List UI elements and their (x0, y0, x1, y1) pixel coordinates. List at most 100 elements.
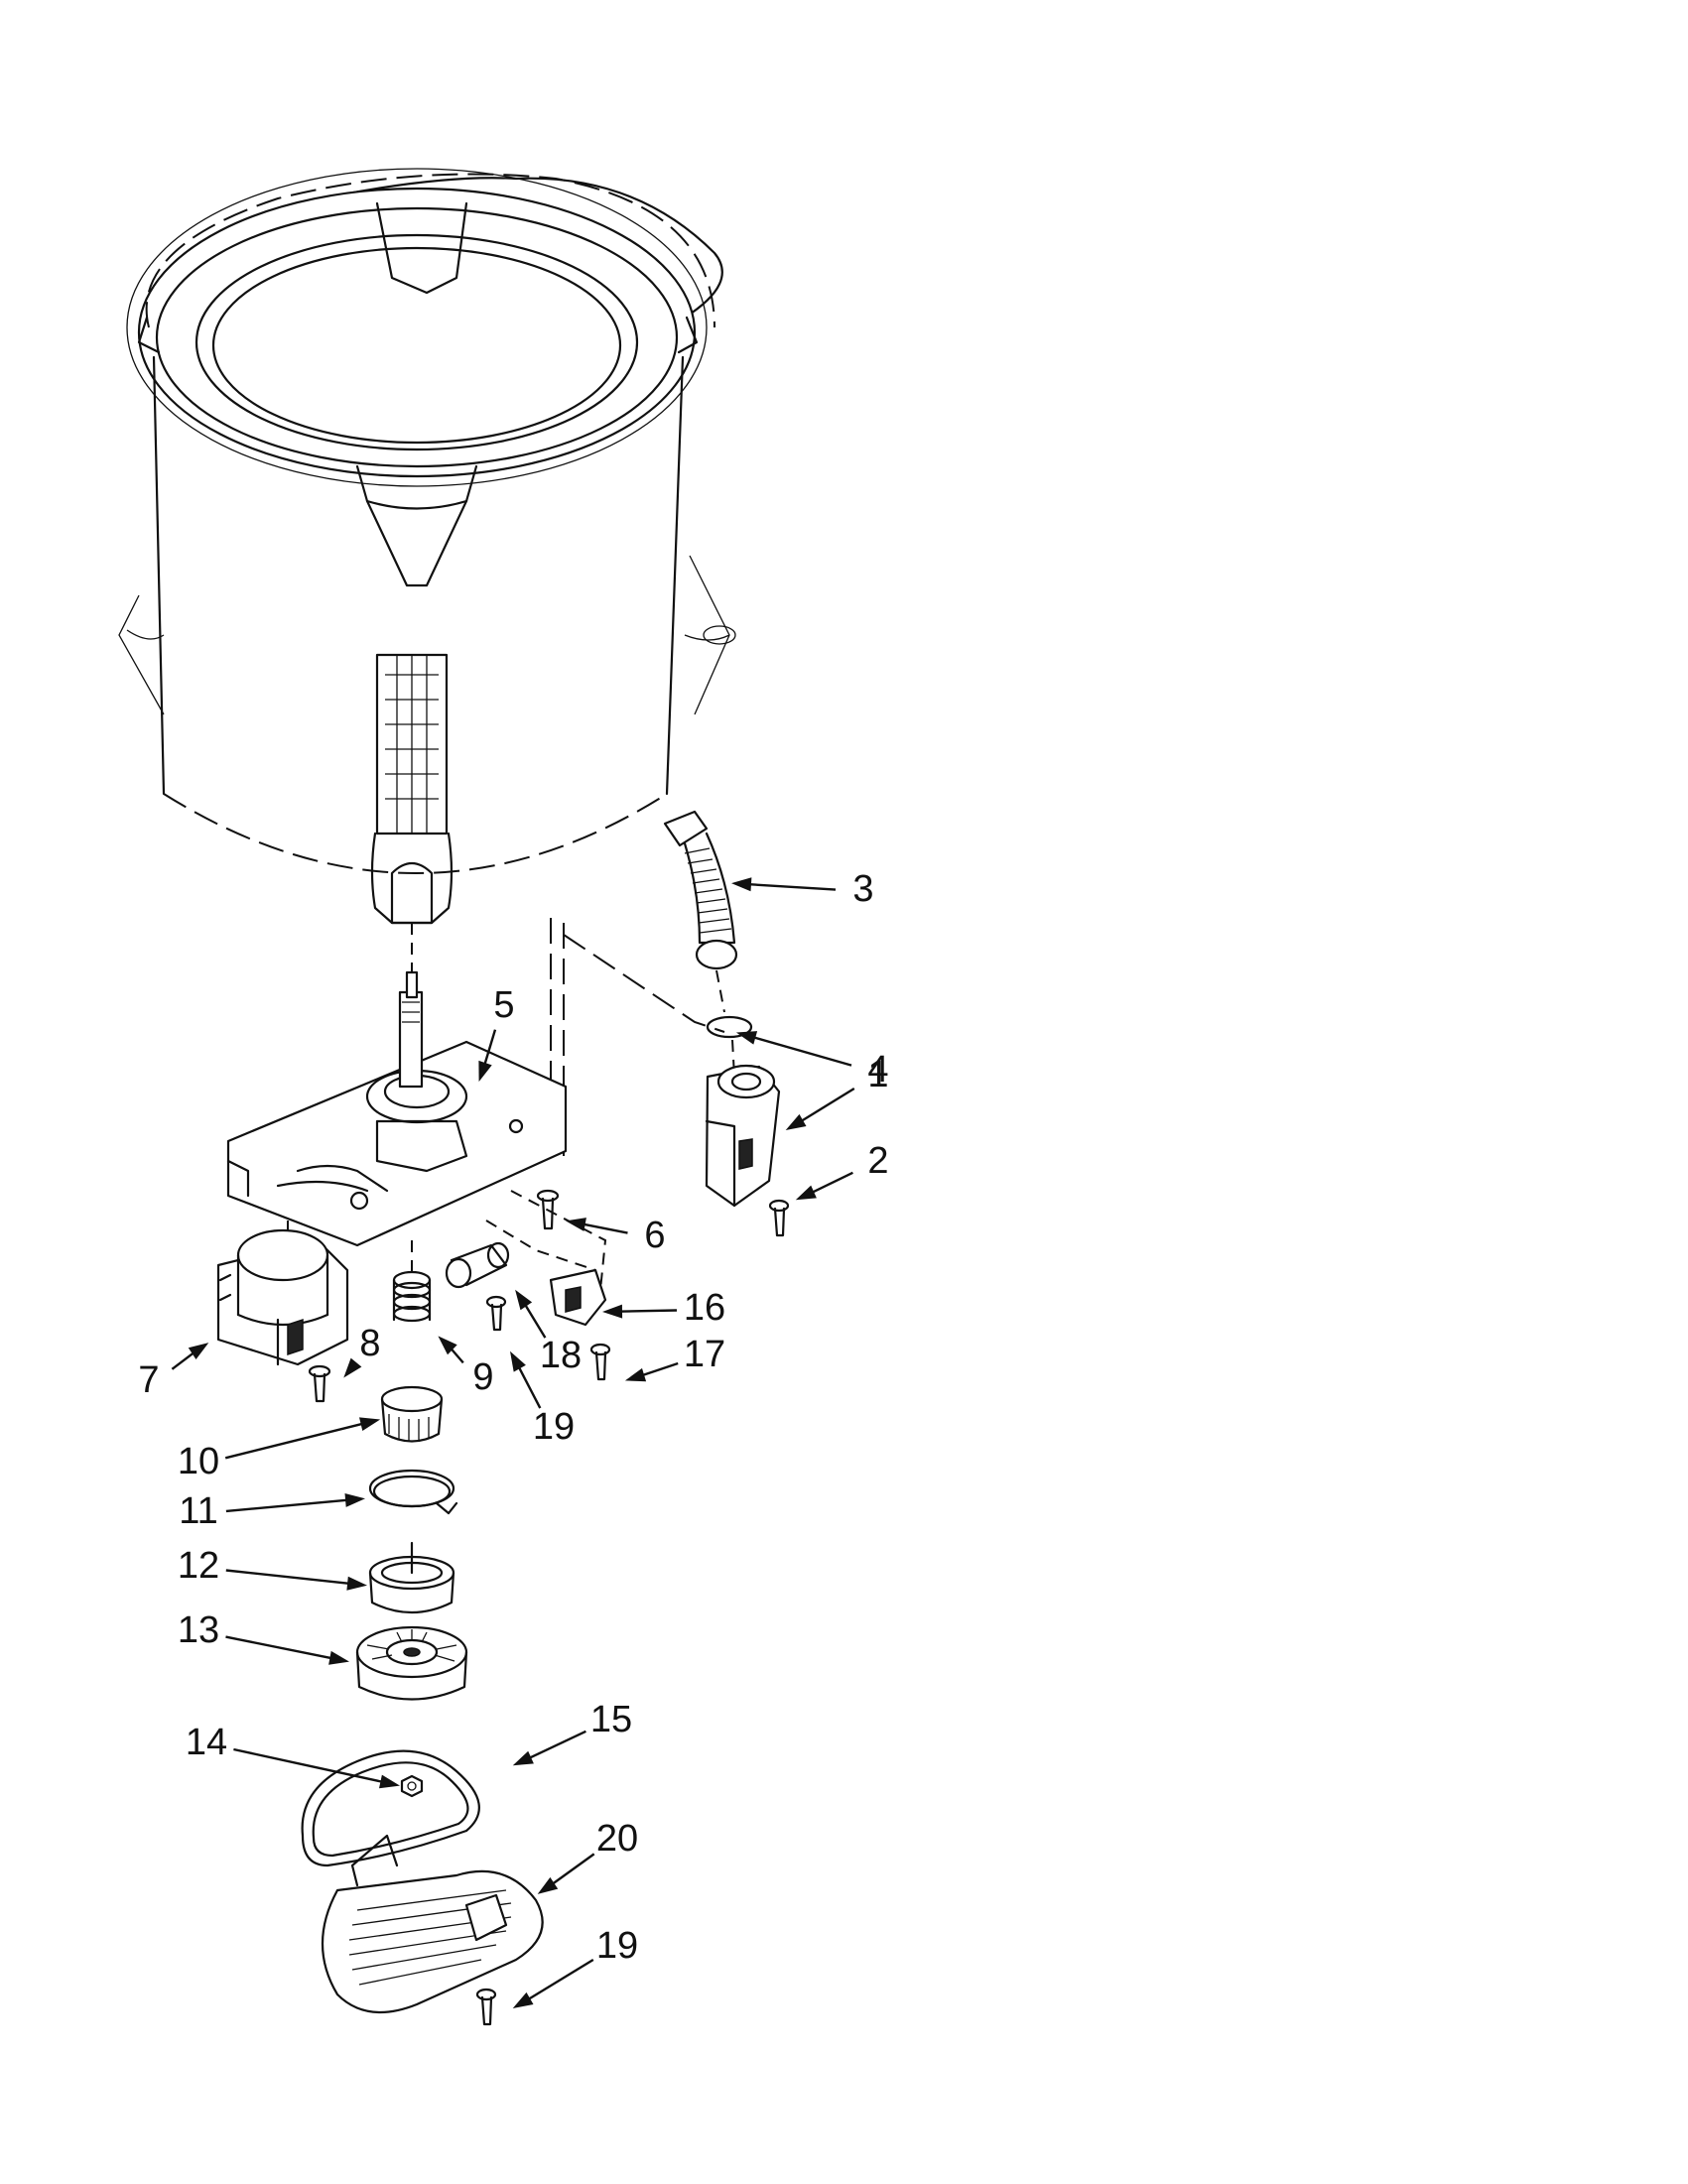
callout-18: 19 (510, 1350, 575, 1448)
leader-arrowhead (515, 1289, 533, 1311)
outer-tub (118, 168, 736, 972)
callout-number: 16 (684, 1287, 725, 1329)
leader-arrowhead (346, 1576, 367, 1591)
callout-19: 20 (537, 1818, 638, 1894)
leader-line (525, 1958, 594, 2002)
callout-number: 19 (596, 1925, 638, 1967)
leader-arrowhead (359, 1417, 381, 1431)
leader-line (639, 1361, 679, 1377)
leader-arrowhead (735, 1031, 758, 1045)
leader-arrowhead (344, 1493, 365, 1507)
callout-number: 19 (533, 1406, 575, 1448)
callout-17: 18 (515, 1289, 582, 1376)
callout-number: 8 (359, 1323, 380, 1364)
pulley-nut (400, 1774, 424, 1798)
leader-line (581, 1222, 628, 1234)
callout-number: 20 (596, 1818, 638, 1860)
leader-arrowhead (512, 1750, 534, 1766)
leader-line (526, 1730, 586, 1760)
callout-5: 6 (566, 1215, 666, 1256)
callout-number: 7 (138, 1359, 159, 1401)
callout-number: 1 (867, 1054, 888, 1095)
leader-line (224, 1422, 365, 1460)
leader-arrowhead (510, 1350, 526, 1372)
leader-arrowhead (537, 1876, 559, 1894)
leader-line (516, 1364, 542, 1409)
pump-screw (768, 1199, 790, 1237)
callout-number: 18 (540, 1335, 582, 1376)
leader-arrowhead (512, 1991, 534, 2008)
callout-4: 5 (478, 984, 515, 1083)
callout-number: 4 (867, 1049, 888, 1091)
callout-0: 1 (785, 1054, 889, 1130)
callout-8: 9 (438, 1336, 494, 1398)
drain-hose (663, 810, 738, 1013)
callout-number: 5 (493, 984, 514, 1026)
leader-line (233, 1747, 385, 1784)
leader-arrowhead (343, 1357, 362, 1378)
callout-12: 13 (178, 1609, 349, 1665)
leader-arrowhead (379, 1774, 400, 1789)
leader-line (482, 1029, 497, 1068)
drive-motor (216, 1228, 349, 1366)
leader-arrowhead (624, 1367, 647, 1382)
callout-number: 11 (179, 1490, 217, 1532)
callout-9: 10 (178, 1417, 381, 1482)
callout-number: 9 (472, 1356, 493, 1398)
clamp-ring (368, 1469, 458, 1515)
callout-6: 7 (138, 1343, 209, 1401)
lid-switch (549, 1268, 607, 1327)
leader-arrowhead (602, 1304, 623, 1319)
leader-arrowhead (731, 877, 752, 892)
drain-pump (705, 1064, 781, 1208)
callout-number: 15 (590, 1699, 632, 1740)
callout-number: 12 (178, 1545, 219, 1587)
callout-7: 8 (343, 1323, 381, 1378)
base-screw (536, 1189, 560, 1230)
base-pan (322, 1834, 544, 2014)
callout-11: 12 (178, 1545, 367, 1591)
leader-line (522, 1302, 547, 1339)
leader-arrowhead (478, 1060, 492, 1083)
callout-15: 16 (602, 1287, 725, 1329)
callout-number: 17 (684, 1334, 725, 1375)
leader-line (746, 882, 837, 891)
callout-13: 14 (186, 1722, 400, 1789)
leader-line (617, 1309, 678, 1313)
drive-belt (301, 1749, 480, 1867)
leader-arrowhead (566, 1218, 586, 1231)
leader-line (751, 1035, 852, 1067)
leader-line (809, 1171, 853, 1195)
callout-16: 17 (624, 1334, 725, 1382)
leader-line (225, 1569, 352, 1586)
leader-line (798, 1087, 855, 1124)
clutch-spring (392, 1270, 432, 1323)
leader-arrowhead (785, 1113, 807, 1130)
callout-10: 11 (179, 1490, 365, 1532)
switch-screw (589, 1343, 611, 1381)
callout-number: 2 (867, 1140, 888, 1182)
leader-line (225, 1635, 334, 1660)
leader-arrowhead (328, 1650, 349, 1665)
callout-3: 4 (735, 1031, 889, 1091)
bearing-cup (380, 1385, 444, 1443)
leader-arrowhead (188, 1343, 209, 1359)
callout-14: 15 (512, 1699, 632, 1766)
leader-line (171, 1349, 196, 1370)
callout-2: 3 (731, 868, 874, 910)
callout-number: 3 (852, 868, 873, 910)
leader-line (550, 1853, 595, 1886)
callout-1: 2 (795, 1140, 889, 1201)
gearcase-base (226, 970, 568, 1247)
callout-number: 10 (178, 1441, 219, 1482)
callout-number: 6 (644, 1215, 665, 1256)
leader-arrowhead (438, 1336, 457, 1355)
motor-screw (308, 1364, 331, 1403)
capacitor-screw (485, 1295, 507, 1332)
base-pan-screw (475, 1988, 497, 2026)
leader-line (225, 1498, 350, 1513)
drive-pulley (355, 1625, 468, 1701)
